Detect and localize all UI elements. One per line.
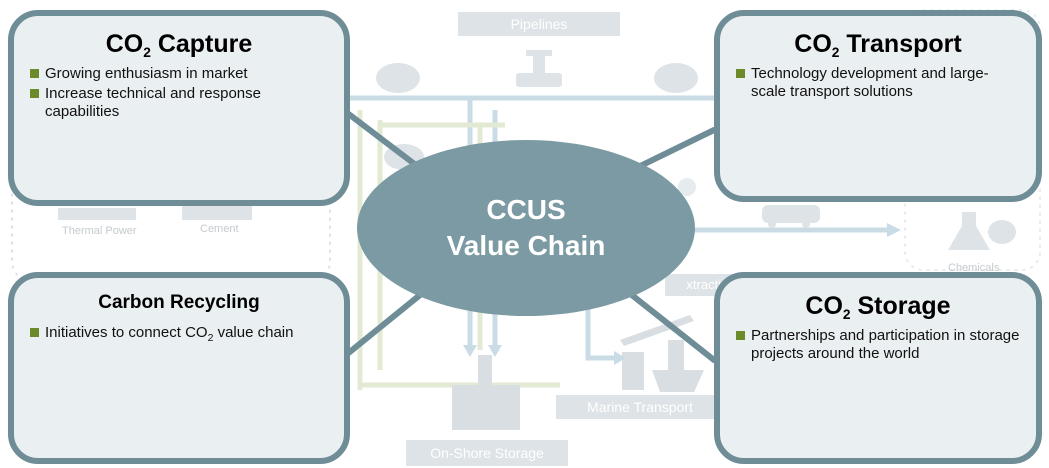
capture-title: CO2 Capture xyxy=(105,30,253,60)
ccus-value-chain-ellipse: CCUS Value Chain xyxy=(357,140,695,316)
storage-title: CO2 Storage xyxy=(805,292,951,322)
bullet-square-icon xyxy=(30,328,39,337)
capture-bullet: Growing enthusiasm in market xyxy=(30,65,328,83)
capture-bullet: Increase technical and response capabili… xyxy=(30,85,328,121)
recycling-bullet: Initiatives to connect CO2 value chain xyxy=(30,324,328,347)
chemicals-label: Chemicals xyxy=(948,262,1000,274)
co2-capture-card: CO2 Capture Growing enthusiasm in market… xyxy=(8,10,350,206)
storage-bullet: Partnerships and participation in storag… xyxy=(736,327,1020,363)
co2-storage-card: CO2 Storage Partnerships and participati… xyxy=(714,272,1042,464)
center-title-line1: CCUS xyxy=(486,194,566,225)
bullet-square-icon xyxy=(30,89,39,98)
bullet-square-icon xyxy=(736,69,745,78)
on-shore-storage-label: On-Shore Storage xyxy=(406,440,568,466)
marine-transport-label: Marine Transport xyxy=(556,395,724,419)
transport-title: CO2 Transport xyxy=(794,30,962,60)
carbon-recycling-card: Carbon Recycling Initiatives to connect … xyxy=(8,272,350,464)
bullet-square-icon xyxy=(736,331,745,340)
transport-bullet: Technology development and large-scale t… xyxy=(736,65,1020,101)
thermal-power-label: Thermal Power xyxy=(62,225,137,237)
co2-transport-card: CO2 Transport Technology development and… xyxy=(714,10,1042,202)
pipelines-label: Pipelines xyxy=(458,12,620,36)
bullet-square-icon xyxy=(30,69,39,78)
center-title-line2: Value Chain xyxy=(446,230,606,261)
recycling-title: Carbon Recycling xyxy=(98,292,260,313)
cement-label: Cement xyxy=(200,223,239,235)
